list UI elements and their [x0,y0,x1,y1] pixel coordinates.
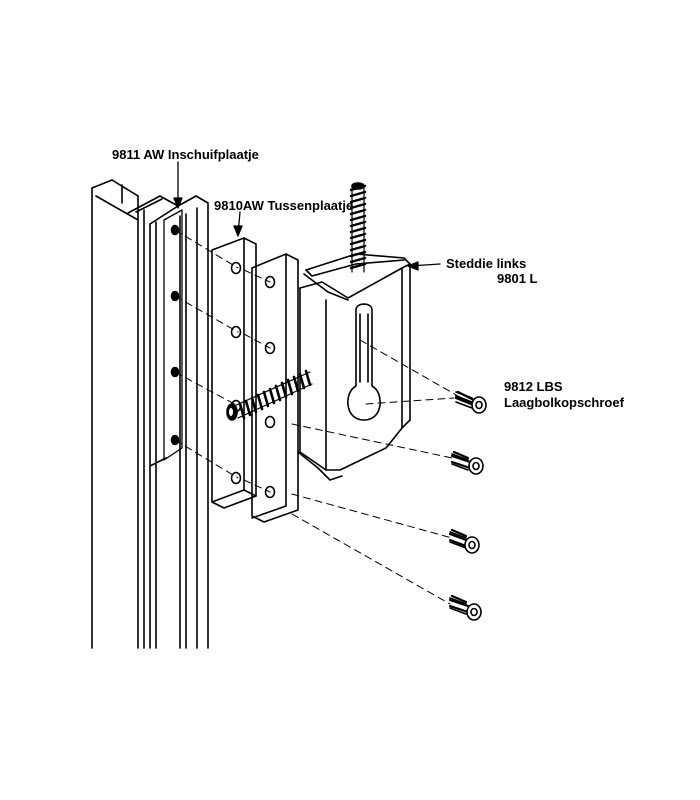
label-bracket-code: 9801 L [497,271,538,286]
door-profile [91,179,209,649]
screw-3 [448,528,480,554]
label-screw-name: Laagbolkopschroef [504,395,624,410]
leader-arrows [173,161,441,271]
assembly-lines [174,229,459,605]
bracket-steddie-links-9801l [251,253,411,523]
screw-2 [450,450,484,475]
label-spacer-plate: 9810AW Tussenplaatje [214,198,354,213]
spacer-plate-9810aw [211,237,257,509]
threaded-pin-top [349,182,367,273]
insert-plate-9811aw [149,209,183,467]
label-insert-plate: 9811 AW Inschuifplaatje [112,147,259,162]
screw-4 [448,594,482,621]
screw-1 [454,390,487,414]
label-screw-code: 9812 LBS [504,379,563,394]
threaded-bolt-horizontal [226,369,313,421]
label-bracket-name: Steddie links [446,256,527,271]
